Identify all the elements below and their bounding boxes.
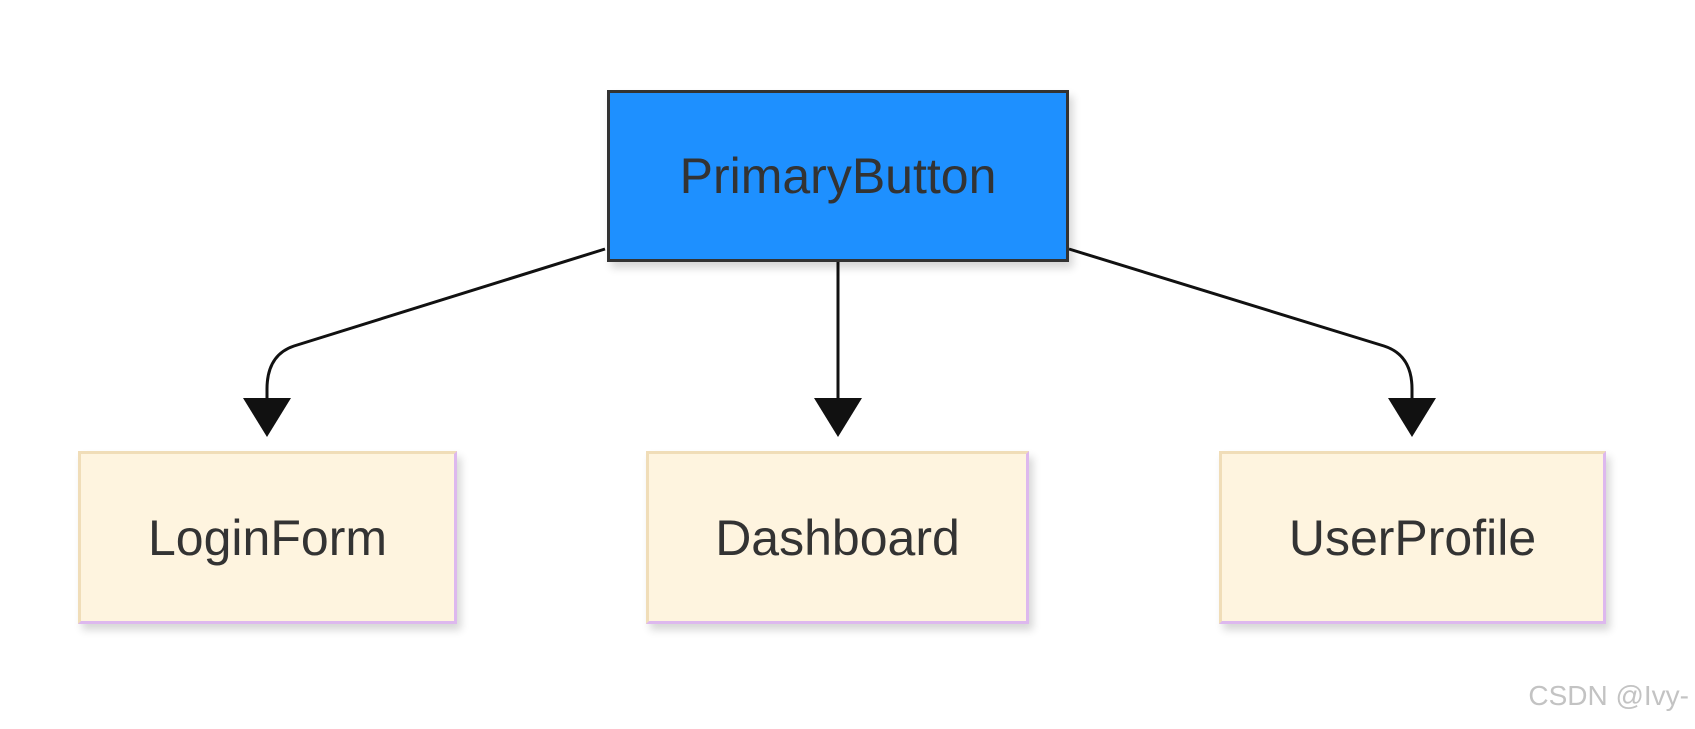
edge-primarybutton-userprofile [1068,247,1414,398]
node-label-loginform: LoginForm [148,509,387,566]
node-primarybutton: PrimaryButton [607,90,1069,262]
node-loginform: LoginForm [78,451,457,624]
edge-primarybutton-loginform [265,247,606,398]
arrowhead-userprofile [1388,398,1436,437]
node-label-userprofile: UserProfile [1288,509,1537,566]
node-userprofile: UserProfile [1219,451,1606,624]
arrowhead-dashboard [814,398,862,437]
node-dashboard: Dashboard [646,451,1029,624]
node-label-dashboard: Dashboard [715,509,960,566]
watermark: CSDN @Ivy- [1528,680,1689,711]
node-label-primarybutton: PrimaryButton [679,148,997,204]
arrowhead-loginform [243,398,291,437]
